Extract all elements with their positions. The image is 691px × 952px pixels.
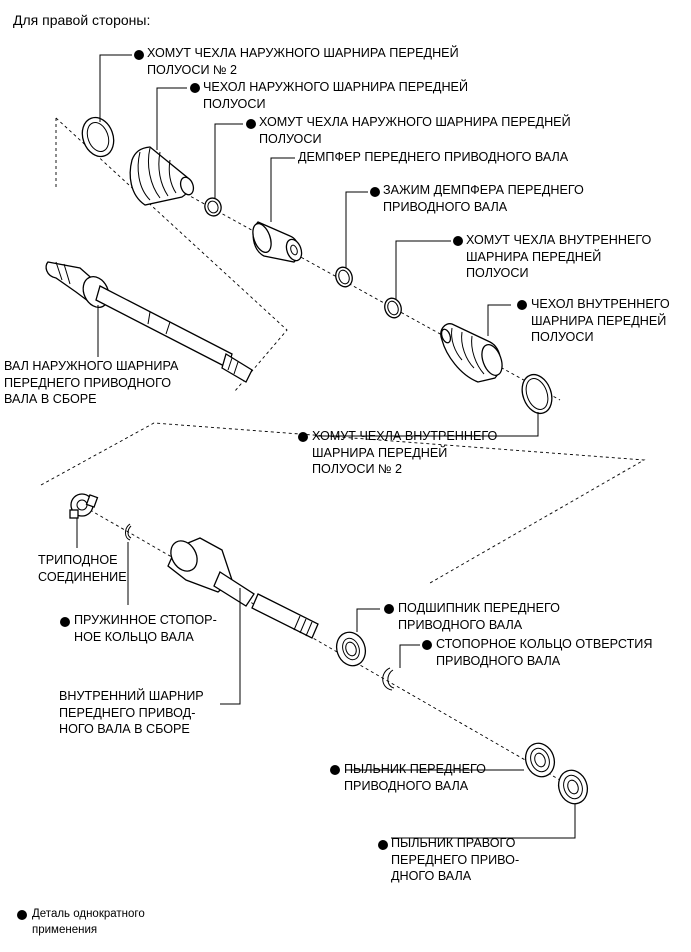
- label-bearing: ПОДШИПНИК ПЕРЕДНЕГО ПРИВОДНОГО ВАЛА: [398, 601, 560, 632]
- tripod-part: [69, 493, 99, 519]
- dust-cover-part: [524, 742, 556, 778]
- hole-snap-ring-part: [382, 667, 395, 691]
- one-time-bullet: [453, 236, 463, 246]
- legend-text: Деталь однократного применения: [32, 908, 145, 936]
- inner-boot-clamp-part: [384, 297, 402, 319]
- label-hole-snap-ring: СТОПОРНОЕ КОЛЬЦО ОТВЕРСТИЯ ПРИВОДНОГО ВА…: [436, 637, 653, 668]
- label-outer-boot: ЧЕХОЛ НАРУЖНОГО ШАРНИРА ПЕРЕДНЕЙ ПОЛУОСИ: [203, 80, 469, 111]
- label-tripod: ТРИПОДНОЕ СОЕДИНЕНИЕ: [38, 553, 127, 584]
- one-time-bullet: [246, 119, 256, 129]
- outer-boot-clamp-2-part: [81, 116, 115, 158]
- page-title: Для правой стороны:: [13, 12, 151, 28]
- label-outer-boot-clamp-2: ХОМУТ ЧЕХЛА НАРУЖНОГО ШАРНИРА ПЕРЕДНЕЙ П…: [147, 46, 459, 77]
- one-time-bullet: [422, 640, 432, 650]
- inner-boot-clamp-2-part: [521, 373, 553, 415]
- one-time-bullet: [60, 617, 70, 627]
- leader-lines: [76, 54, 576, 839]
- label-inner-joint: ВНУТРЕННИЙ ШАРНИР ПЕРЕДНЕГО ПРИВОД- НОГО…: [59, 689, 204, 736]
- one-time-bullet: [330, 765, 340, 775]
- label-outer-boot-clamp: ХОМУТ ЧЕХЛА НАРУЖНОГО ШАРНИРА ПЕРЕДНЕЙ П…: [259, 115, 571, 146]
- label-inner-boot: ЧЕХОЛ ВНУТРЕННЕГО ШАРНИРА ПЕРЕДНЕЙ ПОЛУО…: [531, 297, 670, 344]
- legend-bullet: [17, 910, 27, 920]
- inner-joint-part: [167, 537, 319, 639]
- damper-part: [252, 221, 303, 263]
- one-time-bullet: [370, 187, 380, 197]
- inner-boot-part: [440, 323, 503, 383]
- lower-dashed-frame: [40, 422, 646, 781]
- one-time-bullet: [190, 83, 200, 93]
- outer-shaft-part: [45, 261, 253, 383]
- snap-ring-part: [125, 523, 132, 541]
- outer-boot-clamp-part: [204, 197, 222, 217]
- label-inner-boot-clamp: ХОМУТ ЧЕХЛА ВНУТРЕННЕГО ШАРНИРА ПЕРЕДНЕЙ…: [466, 233, 652, 280]
- dust-cover-rh-part: [557, 769, 589, 805]
- label-inner-boot-clamp-2: ХОМУТ ЧЕХЛА ВНУТРЕННЕГО ШАРНИРА ПЕРЕДНЕЙ…: [312, 429, 498, 476]
- bearing-part: [335, 631, 367, 667]
- damper-clamp-part: [335, 266, 353, 288]
- label-outer-shaft: ВАЛ НАРУЖНОГО ШАРНИРА ПЕРЕДНЕГО ПРИВОДНО…: [4, 359, 179, 406]
- label-damper: ДЕМПФЕР ПЕРЕДНЕГО ПРИВОДНОГО ВАЛА: [298, 150, 569, 164]
- outer-boot-part: [129, 146, 195, 206]
- one-time-bullet: [384, 604, 394, 614]
- label-snap-ring: ПРУЖИННОЕ СТОПОР- НОЕ КОЛЬЦО ВАЛА: [74, 613, 217, 644]
- one-time-bullet: [378, 840, 388, 850]
- one-time-bullet: [517, 300, 527, 310]
- label-damper-clamp: ЗАЖИМ ДЕМПФЕРА ПЕРЕДНЕГО ПРИВОДНОГО ВАЛА: [383, 183, 584, 214]
- one-time-bullet: [134, 50, 144, 60]
- one-time-bullet: [298, 432, 308, 442]
- label-dust-cover-rh: ПЫЛЬНИК ПРАВОГО ПЕРЕДНЕГО ПРИВО- ДНОГО В…: [391, 836, 520, 883]
- label-dust-cover: ПЫЛЬНИК ПЕРЕДНЕГО ПРИВОДНОГО ВАЛА: [344, 762, 486, 793]
